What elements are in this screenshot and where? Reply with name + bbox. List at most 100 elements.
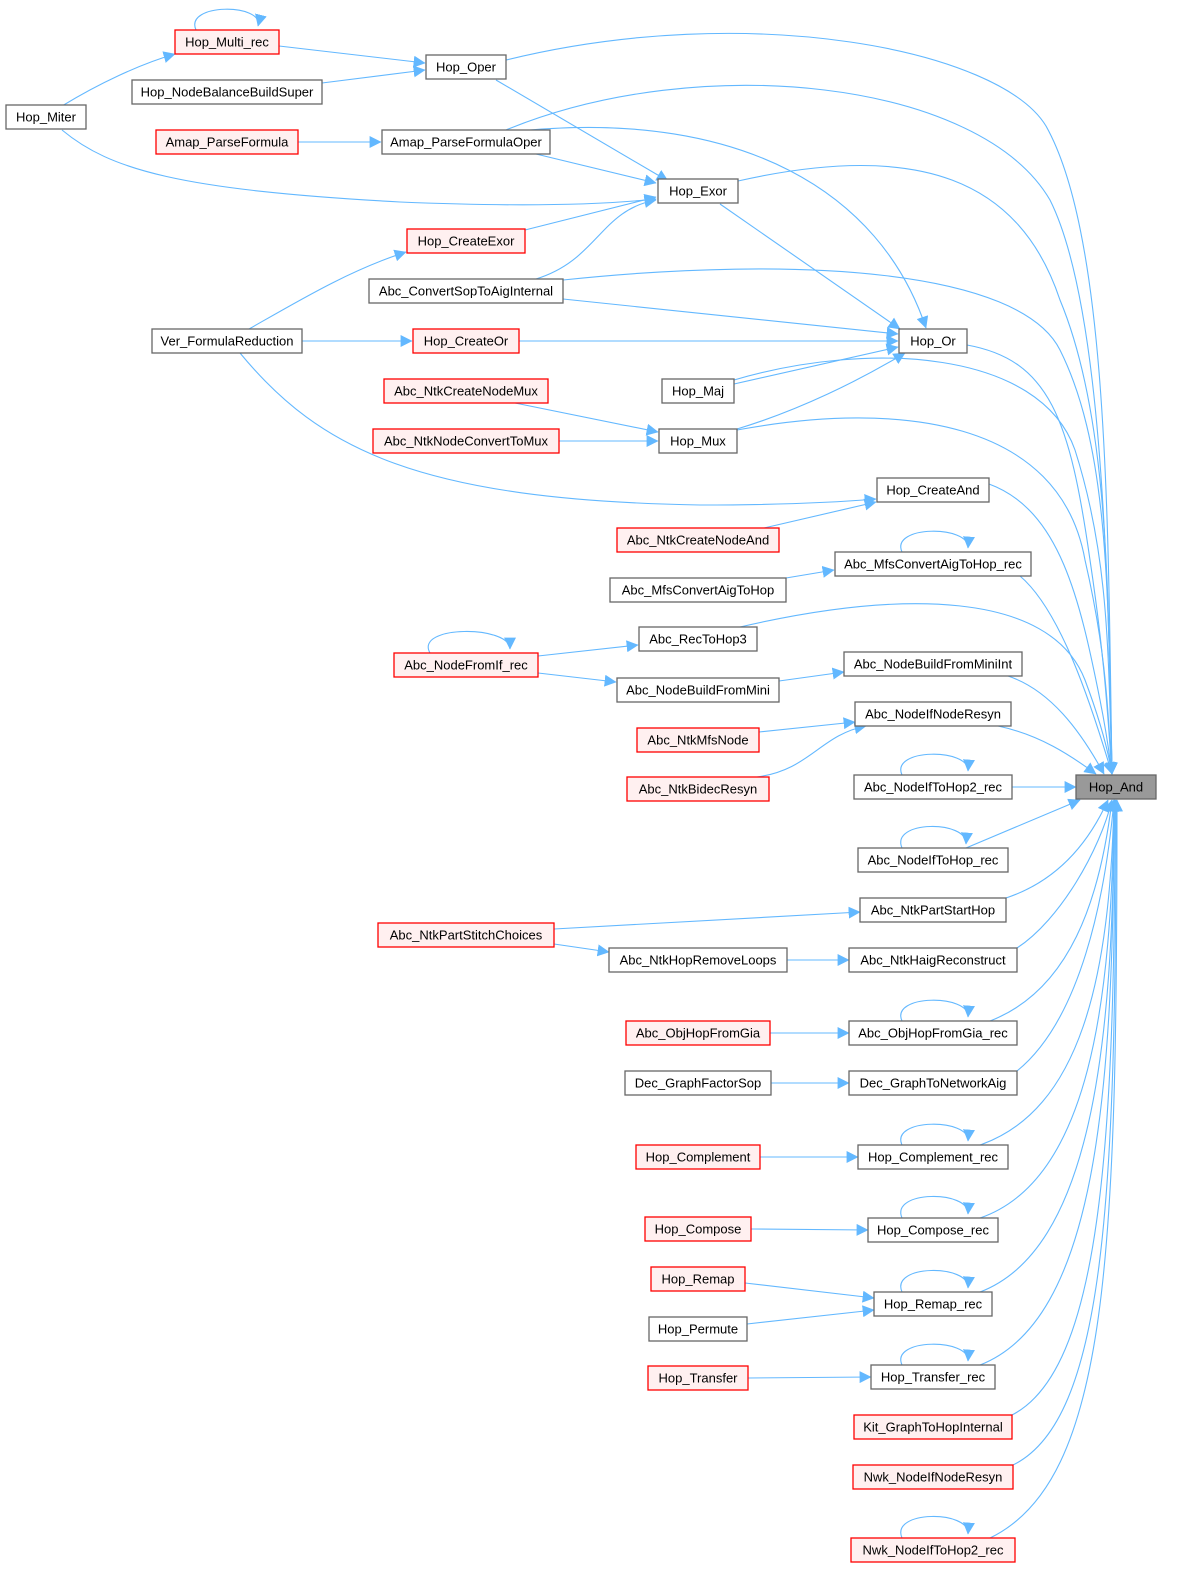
node-box[interactable] (650, 1266, 746, 1292)
node-hop-compose-rec[interactable]: Hop_Compose_rec (867, 1217, 999, 1243)
node-box[interactable] (848, 1070, 1018, 1096)
node-box[interactable] (853, 774, 1013, 800)
node-hop-createand[interactable]: Hop_CreateAnd (876, 477, 990, 503)
node-abc-objhopfromgia[interactable]: Abc_ObjHopFromGia (625, 1020, 771, 1046)
node-box[interactable] (151, 328, 303, 354)
node-box[interactable] (381, 129, 551, 155)
node-box[interactable] (131, 79, 323, 105)
node-box[interactable] (857, 1144, 1009, 1170)
node-box[interactable] (625, 1020, 771, 1046)
node-abc-nodeiftohop2-rec[interactable]: Abc_NodeIfToHop2_rec (853, 774, 1013, 800)
node-abc-convertsoptoaiginternal[interactable]: Abc_ConvertSopToAigInternal (368, 278, 564, 304)
node-box[interactable] (876, 477, 990, 503)
node-box[interactable] (859, 897, 1007, 923)
node-hop-transfer[interactable]: Hop_Transfer (647, 1365, 749, 1391)
node-box[interactable] (608, 947, 788, 973)
node-box[interactable] (624, 1070, 772, 1096)
node-hop-remap-rec[interactable]: Hop_Remap_rec (873, 1291, 993, 1317)
node-abc-ntkpartstarthop[interactable]: Abc_NtkPartStartHop (859, 897, 1007, 923)
node-box[interactable] (852, 1464, 1014, 1490)
node-box[interactable] (412, 328, 520, 354)
node-box[interactable] (155, 129, 299, 155)
node-amap-parseformula[interactable]: Amap_ParseFormula (155, 129, 299, 155)
node-hop-complement-rec[interactable]: Hop_Complement_rec (857, 1144, 1009, 1170)
node-abc-ntknodeconverttomux[interactable]: Abc_NtkNodeConvertToMux (372, 428, 560, 454)
node-hop-miter[interactable]: Hop_Miter (5, 104, 87, 130)
node-abc-ntkcreatenodeand[interactable]: Abc_NtkCreateNodeAnd (616, 527, 780, 553)
node-box[interactable] (638, 626, 758, 652)
node-box[interactable] (368, 278, 564, 304)
node-nwk-nodeifnoderesyn[interactable]: Nwk_NodeIfNodeResyn (852, 1464, 1014, 1490)
node-abc-mfsconvertaigtohop-rec[interactable]: Abc_MfsConvertAigToHop_rec (834, 551, 1032, 577)
node-box[interactable] (648, 1316, 748, 1342)
node-hop-remap[interactable]: Hop_Remap (650, 1266, 746, 1292)
node-box[interactable] (1075, 774, 1157, 800)
node-box[interactable] (657, 178, 739, 204)
node-box[interactable] (636, 727, 760, 753)
node-hop-maj[interactable]: Hop_Maj (661, 378, 735, 404)
node-box[interactable] (644, 1216, 752, 1242)
node-box[interactable] (393, 652, 539, 678)
node-box[interactable] (870, 1364, 996, 1390)
node-box[interactable] (616, 677, 780, 703)
node-hop-oper[interactable]: Hop_Oper (425, 54, 507, 80)
node-abc-ntkpartstitchchoices[interactable]: Abc_NtkPartStitchChoices (377, 922, 555, 948)
node-box[interactable] (873, 1291, 993, 1317)
node-box[interactable] (661, 378, 735, 404)
node-box[interactable] (850, 1537, 1016, 1563)
node-abc-nodeiftohop-rec[interactable]: Abc_NodeIfToHop_rec (857, 847, 1009, 873)
node-box[interactable] (383, 378, 549, 404)
node-hop-transfer-rec[interactable]: Hop_Transfer_rec (870, 1364, 996, 1390)
node-box[interactable] (853, 1414, 1013, 1440)
node-box[interactable] (857, 847, 1009, 873)
node-abc-ntkhopremoveloops[interactable]: Abc_NtkHopRemoveLoops (608, 947, 788, 973)
node-abc-ntkcreatenodemux[interactable]: Abc_NtkCreateNodeMux (383, 378, 549, 404)
node-abc-ntkmfsnode[interactable]: Abc_NtkMfsNode (636, 727, 760, 753)
node-hop-createor[interactable]: Hop_CreateOr (412, 328, 520, 354)
node-hop-and[interactable]: Hop_And (1075, 774, 1157, 800)
node-abc-nodeifnoderesyn[interactable]: Abc_NodeIfNodeResyn (854, 701, 1012, 727)
node-box[interactable] (406, 228, 526, 254)
node-kit-graphtohopinternal[interactable]: Kit_GraphToHopInternal (853, 1414, 1013, 1440)
node-dec-graphfactorsop[interactable]: Dec_GraphFactorSop (624, 1070, 772, 1096)
node-box[interactable] (5, 104, 87, 130)
node-abc-rectohop3[interactable]: Abc_RecToHop3 (638, 626, 758, 652)
node-hop-compose[interactable]: Hop_Compose (644, 1216, 752, 1242)
node-box[interactable] (854, 701, 1012, 727)
node-hop-mux[interactable]: Hop_Mux (658, 428, 738, 454)
node-hop-or[interactable]: Hop_Or (898, 328, 968, 354)
node-hop-multi-rec[interactable]: Hop_Multi_rec (174, 29, 280, 55)
node-abc-objhopfromgia-rec[interactable]: Abc_ObjHopFromGia_rec (848, 1020, 1018, 1046)
node-hop-createexor[interactable]: Hop_CreateExor (406, 228, 526, 254)
node-hop-complement[interactable]: Hop_Complement (635, 1144, 761, 1170)
node-abc-ntkhaigreconstruct[interactable]: Abc_NtkHaigReconstruct (848, 947, 1018, 973)
node-hop-permute[interactable]: Hop_Permute (648, 1316, 748, 1342)
node-abc-ntkbidecresyn[interactable]: Abc_NtkBidecResyn (626, 776, 770, 802)
node-abc-nodefromif-rec[interactable]: Abc_NodeFromIf_rec (393, 652, 539, 678)
node-abc-nodebuildfrommini[interactable]: Abc_NodeBuildFromMini (616, 677, 780, 703)
node-box[interactable] (658, 428, 738, 454)
node-box[interactable] (848, 1020, 1018, 1046)
node-abc-mfsconvertaigtohop[interactable]: Abc_MfsConvertAigToHop (609, 577, 787, 603)
node-box[interactable] (609, 577, 787, 603)
node-box[interactable] (626, 776, 770, 802)
node-box[interactable] (377, 922, 555, 948)
node-nwk-nodeiftohop2-rec[interactable]: Nwk_NodeIfToHop2_rec (850, 1537, 1016, 1563)
node-abc-nodebuildfromminiint[interactable]: Abc_NodeBuildFromMiniInt (843, 651, 1023, 677)
node-box[interactable] (647, 1365, 749, 1391)
node-box[interactable] (372, 428, 560, 454)
node-box[interactable] (848, 947, 1018, 973)
node-hop-exor[interactable]: Hop_Exor (657, 178, 739, 204)
node-box[interactable] (174, 29, 280, 55)
node-hop-nodebalancebuildsuper[interactable]: Hop_NodeBalanceBuildSuper (131, 79, 323, 105)
node-box[interactable] (616, 527, 780, 553)
node-box[interactable] (898, 328, 968, 354)
node-box[interactable] (635, 1144, 761, 1170)
node-box[interactable] (867, 1217, 999, 1243)
node-box[interactable] (425, 54, 507, 80)
node-amap-parseformulaoper[interactable]: Amap_ParseFormulaOper (381, 129, 551, 155)
node-dec-graphtonetworkaig[interactable]: Dec_GraphToNetworkAig (848, 1070, 1018, 1096)
node-box[interactable] (843, 651, 1023, 677)
node-box[interactable] (834, 551, 1032, 577)
node-ver-formulareduction[interactable]: Ver_FormulaReduction (151, 328, 303, 354)
